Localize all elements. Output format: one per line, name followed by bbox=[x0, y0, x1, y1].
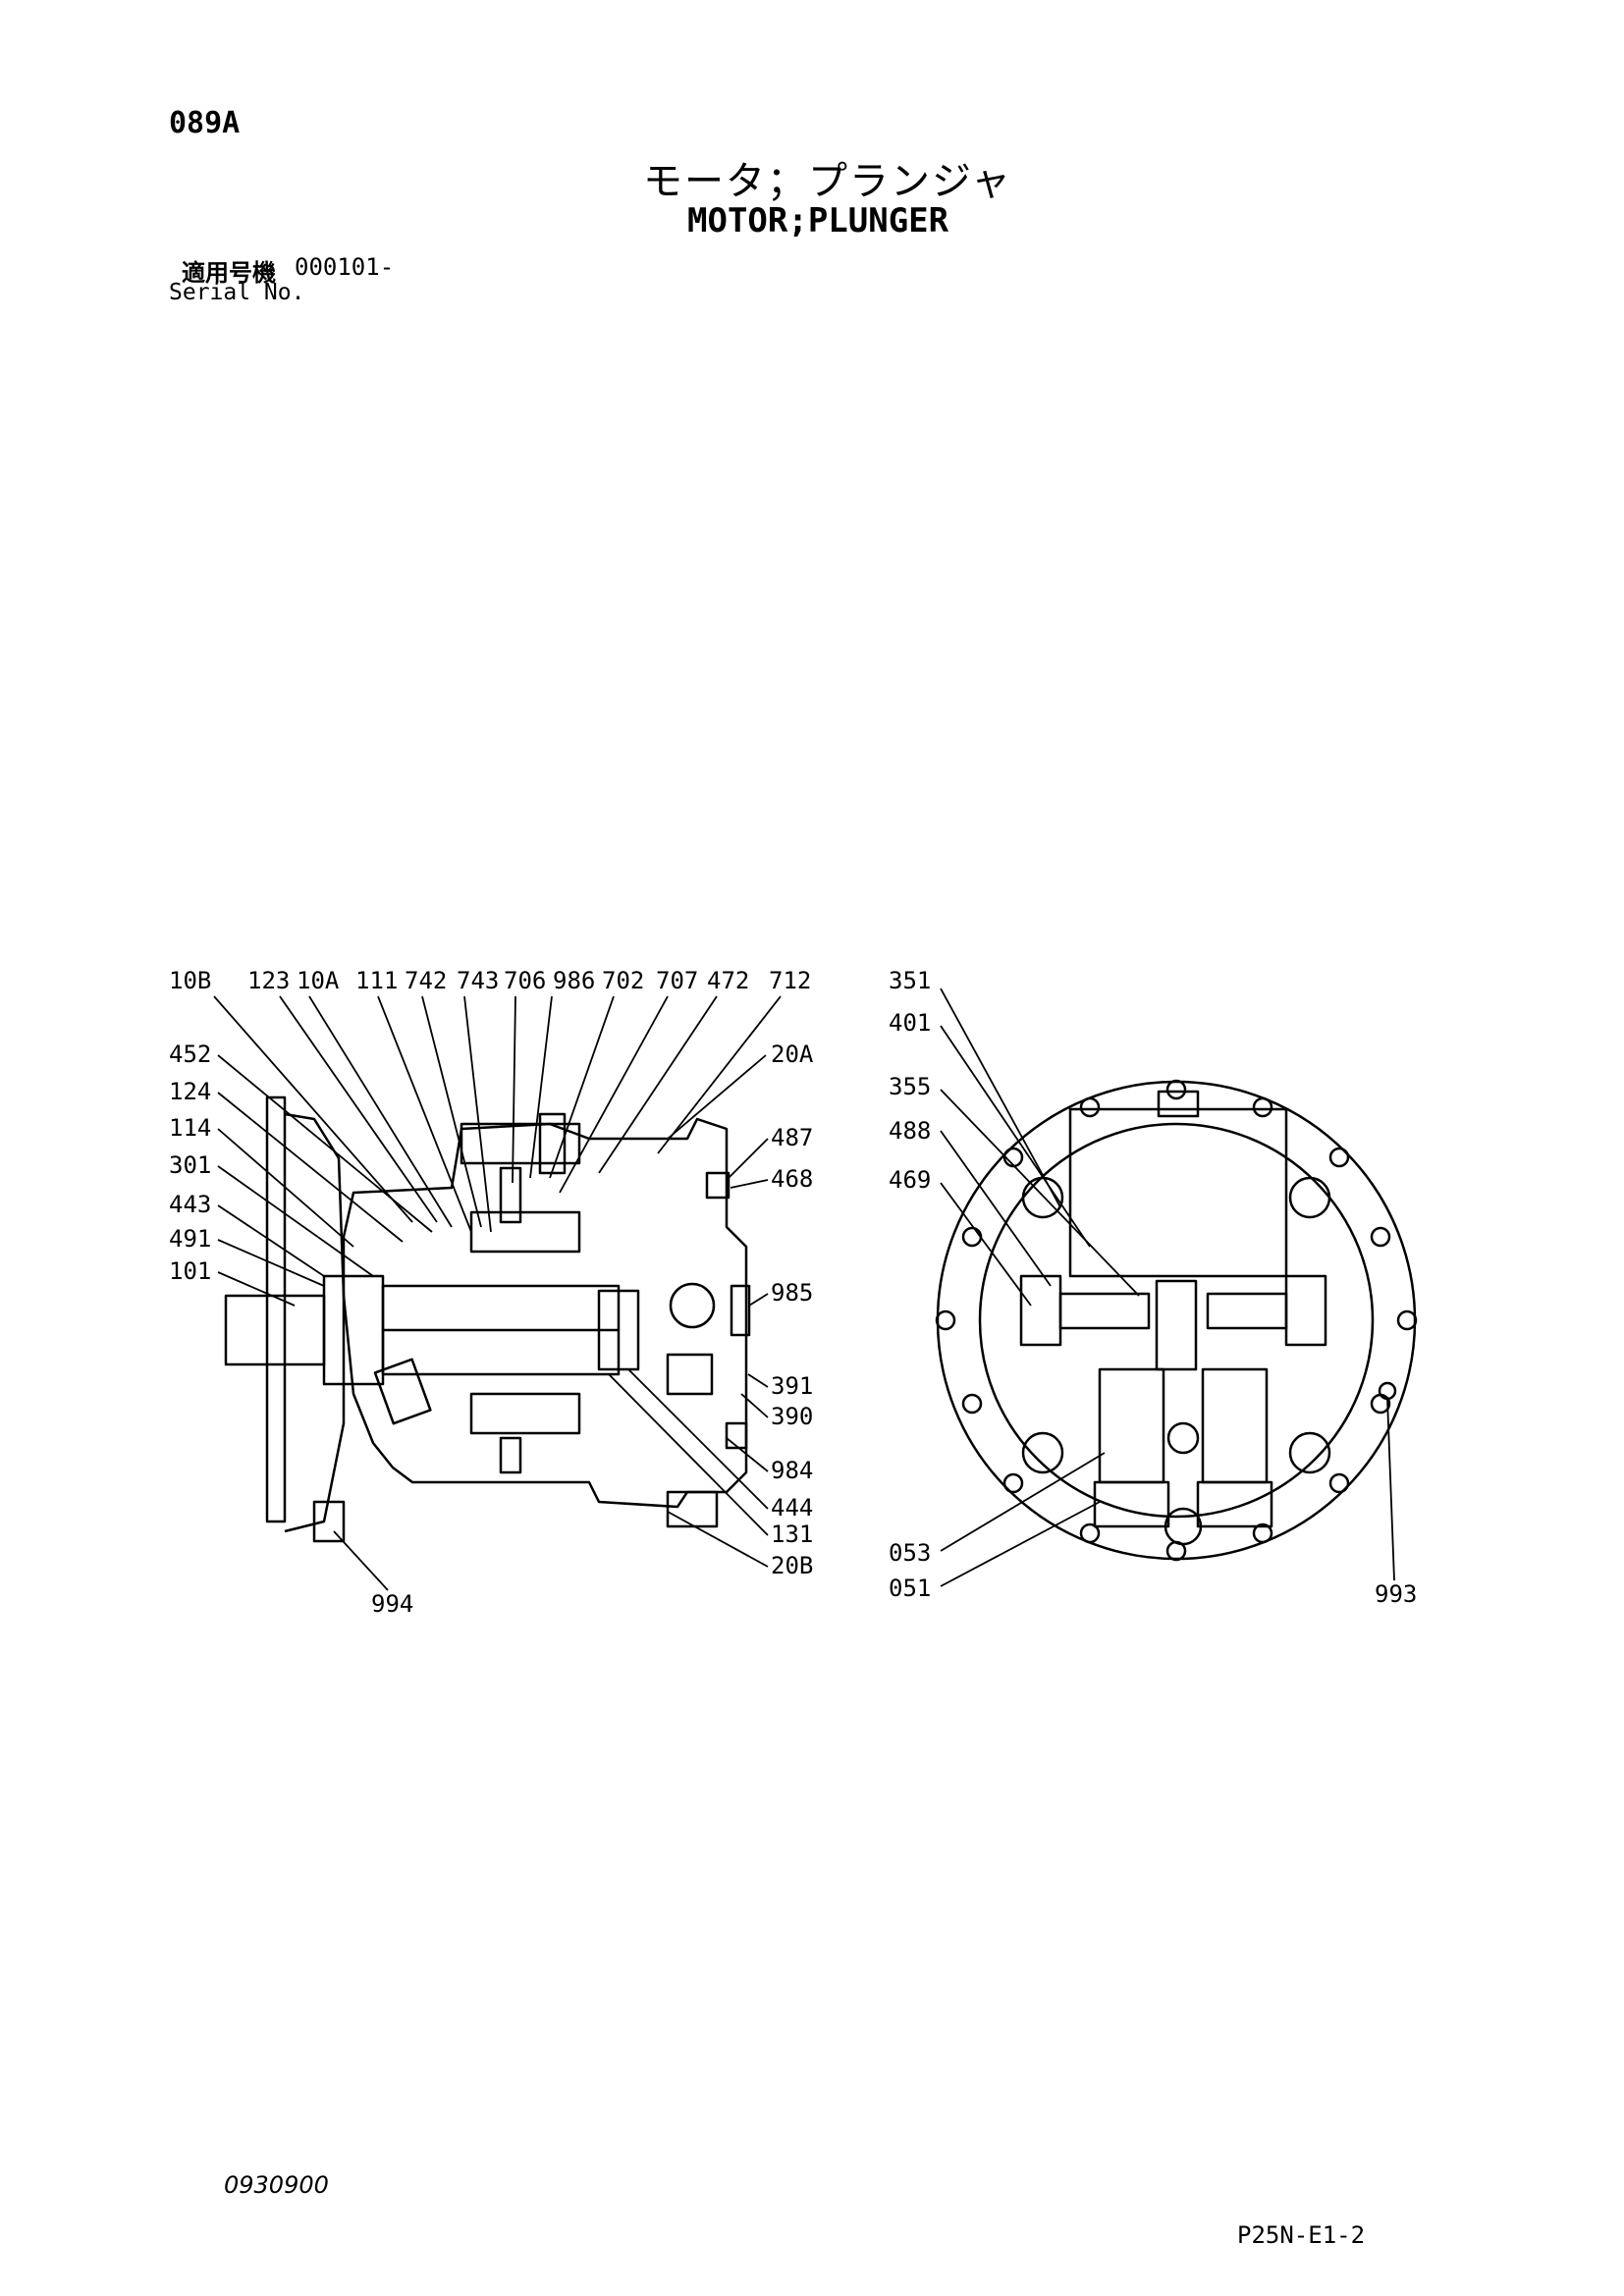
relief-valve-right-cap bbox=[1284, 1274, 1327, 1347]
callout-label: 491 bbox=[169, 1225, 211, 1253]
upper-cap bbox=[460, 1122, 581, 1165]
callout-label: 301 bbox=[169, 1151, 211, 1179]
brake-discs-upper bbox=[499, 1166, 522, 1224]
callout-label: 20A bbox=[771, 1041, 814, 1068]
plug-468 bbox=[705, 1171, 731, 1200]
callout-label: 10B bbox=[169, 967, 211, 994]
callout-label: 742 bbox=[405, 967, 447, 994]
callout-labels: 10B 123 10A 111 742 743 706 986 702 707 … bbox=[169, 967, 1417, 1618]
center-port bbox=[1166, 1421, 1200, 1455]
serial-number-value: 000101- bbox=[295, 253, 395, 281]
callout-label: 994 bbox=[371, 1590, 413, 1618]
drain-plug bbox=[312, 1500, 346, 1543]
callout-label: 472 bbox=[707, 967, 749, 994]
callout-label: 712 bbox=[769, 967, 811, 994]
page-code: 089A bbox=[169, 106, 241, 140]
callout-label: 123 bbox=[247, 967, 290, 994]
callout-label: 053 bbox=[889, 1539, 931, 1567]
callout-label: 444 bbox=[771, 1494, 813, 1522]
brake-discs-lower bbox=[499, 1436, 522, 1474]
callout-label: 452 bbox=[169, 1041, 211, 1068]
callout-label: 985 bbox=[771, 1279, 813, 1307]
side-port-plug bbox=[730, 1284, 751, 1337]
callout-label: 355 bbox=[889, 1073, 931, 1100]
shaft-bearing bbox=[322, 1274, 385, 1386]
callout-label: 984 bbox=[771, 1457, 813, 1484]
cap-bolt-ll bbox=[1021, 1431, 1064, 1474]
top-lug bbox=[1157, 1090, 1200, 1118]
relief-valve-left-cap bbox=[1019, 1274, 1062, 1347]
callout-label: 101 bbox=[169, 1257, 211, 1285]
outer-flange-circle bbox=[936, 1080, 1417, 1561]
motor-housing bbox=[342, 1117, 748, 1509]
output-shaft bbox=[224, 1294, 326, 1366]
callout-label: 051 bbox=[889, 1575, 931, 1602]
cap-bolt-ur bbox=[1288, 1176, 1331, 1219]
port-block-right bbox=[1201, 1367, 1269, 1484]
callout-label: 20B bbox=[771, 1552, 813, 1579]
side-section-view bbox=[224, 1095, 751, 1543]
serial-label-japanese: 適用号機 bbox=[182, 259, 276, 287]
flange-housing bbox=[284, 1112, 346, 1533]
callout-label: 131 bbox=[771, 1521, 813, 1548]
leader-lines bbox=[213, 988, 1395, 1591]
port-flange-right bbox=[1196, 1480, 1273, 1528]
callout-label: 391 bbox=[771, 1372, 813, 1400]
piston-upper bbox=[469, 1210, 581, 1254]
center-boss bbox=[1155, 1279, 1198, 1371]
bottom-port bbox=[1164, 1507, 1203, 1546]
end-view bbox=[935, 1079, 1418, 1562]
callout-label: 443 bbox=[169, 1191, 211, 1218]
callout-label: 707 bbox=[656, 967, 698, 994]
callout-label: 702 bbox=[602, 967, 644, 994]
callout-label: 10A bbox=[297, 967, 340, 994]
serial-label-english: Serial No. bbox=[169, 280, 305, 305]
valve-cover bbox=[1068, 1107, 1288, 1278]
cap-bolt-lr bbox=[1288, 1431, 1331, 1474]
callout-label: 114 bbox=[169, 1114, 211, 1142]
relief-valve-right bbox=[1206, 1292, 1288, 1330]
valve-bore bbox=[669, 1282, 716, 1329]
callout-label: 469 bbox=[889, 1166, 931, 1194]
callout-label: 487 bbox=[771, 1124, 813, 1151]
housing-circle bbox=[978, 1122, 1375, 1519]
callout-label: 401 bbox=[889, 1009, 931, 1037]
relief-valve-left bbox=[1058, 1292, 1151, 1330]
callout-label: 111 bbox=[355, 967, 398, 994]
callout-label: 390 bbox=[771, 1403, 813, 1430]
valve-block bbox=[666, 1353, 714, 1396]
title-english: MOTOR;PLUNGER bbox=[687, 201, 949, 240]
callout-label: 986 bbox=[553, 967, 595, 994]
lower-port-plug bbox=[725, 1421, 748, 1450]
callout-label: 743 bbox=[457, 967, 499, 994]
callout-label: 124 bbox=[169, 1078, 211, 1105]
mounting-flange bbox=[265, 1095, 287, 1523]
callout-label: 706 bbox=[504, 967, 546, 994]
callout-label: 488 bbox=[889, 1117, 931, 1145]
callout-label: 993 bbox=[1375, 1580, 1417, 1608]
shoe-plate bbox=[373, 1358, 432, 1425]
page-reference: P25N-E1-2 bbox=[1237, 2221, 1366, 2249]
callout-label: 351 bbox=[889, 967, 931, 994]
title-japanese: モータ；プランジャ bbox=[643, 159, 1012, 204]
document-number: 0930900 bbox=[224, 2171, 329, 2199]
piston-lower bbox=[469, 1392, 581, 1435]
port-block-left bbox=[1098, 1367, 1165, 1484]
valve-plate bbox=[597, 1289, 640, 1371]
callout-label: 468 bbox=[771, 1165, 813, 1193]
bottom-plug bbox=[666, 1490, 719, 1528]
